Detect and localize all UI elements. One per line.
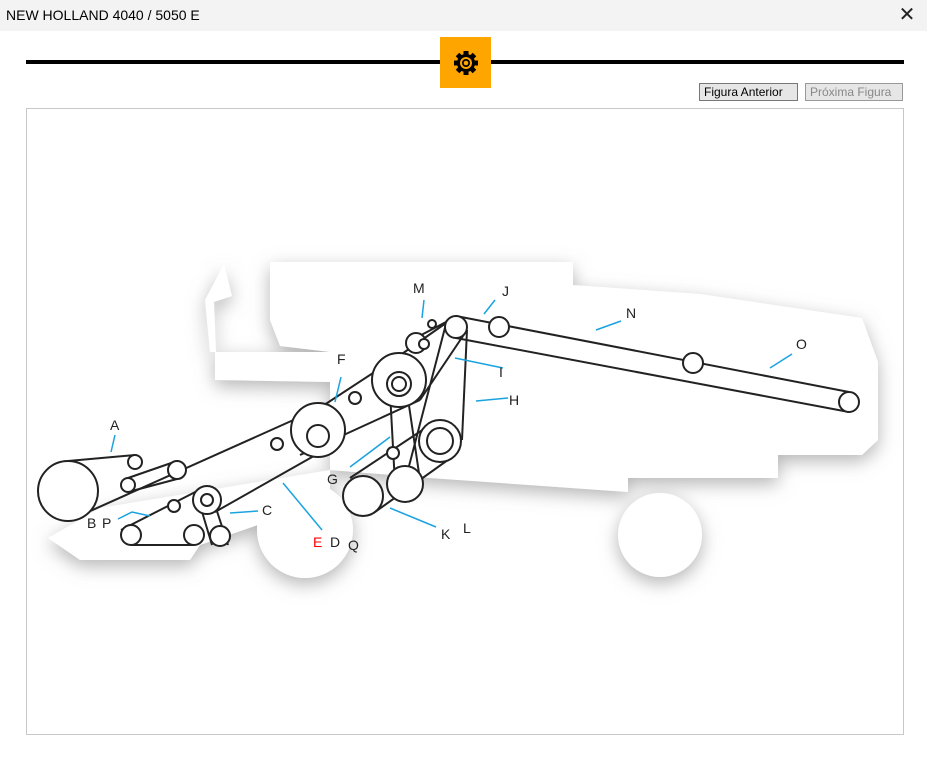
callout-labels: A B P C E D Q F G H I J K L M N O: [87, 280, 807, 553]
callout-arrows: [110, 299, 793, 531]
label-C: C: [262, 502, 272, 518]
label-K: K: [441, 526, 451, 542]
label-I: I: [499, 364, 503, 380]
label-G: G: [327, 471, 338, 487]
label-H: H: [509, 392, 519, 408]
diagram-panel: A B P C E D Q F G H I J K L M N O: [26, 108, 904, 735]
label-M: M: [413, 280, 425, 296]
label-L: L: [463, 520, 471, 536]
label-B: B: [87, 515, 96, 531]
label-Q: Q: [348, 537, 359, 553]
label-O: O: [796, 336, 807, 352]
title-bar: NEW HOLLAND 4040 / 5050 E ✕: [0, 0, 927, 31]
window-title: NEW HOLLAND 4040 / 5050 E: [6, 7, 200, 23]
label-A: A: [110, 417, 120, 433]
next-figure-button[interactable]: Próxima Figura: [805, 83, 903, 101]
label-P: P: [102, 515, 111, 531]
label-D: D: [330, 534, 340, 550]
label-F: F: [337, 351, 346, 367]
pulleys: [37, 315, 860, 547]
label-J: J: [502, 283, 509, 299]
label-N: N: [626, 305, 636, 321]
belt-diagram: A B P C E D Q F G H I J K L M N O: [37, 262, 878, 578]
gear-icon: [440, 37, 491, 88]
label-E[interactable]: E: [313, 534, 322, 550]
previous-figure-button[interactable]: Figura Anterior: [699, 83, 798, 101]
close-icon[interactable]: ✕: [898, 4, 916, 26]
combine-silhouette: [48, 262, 878, 578]
